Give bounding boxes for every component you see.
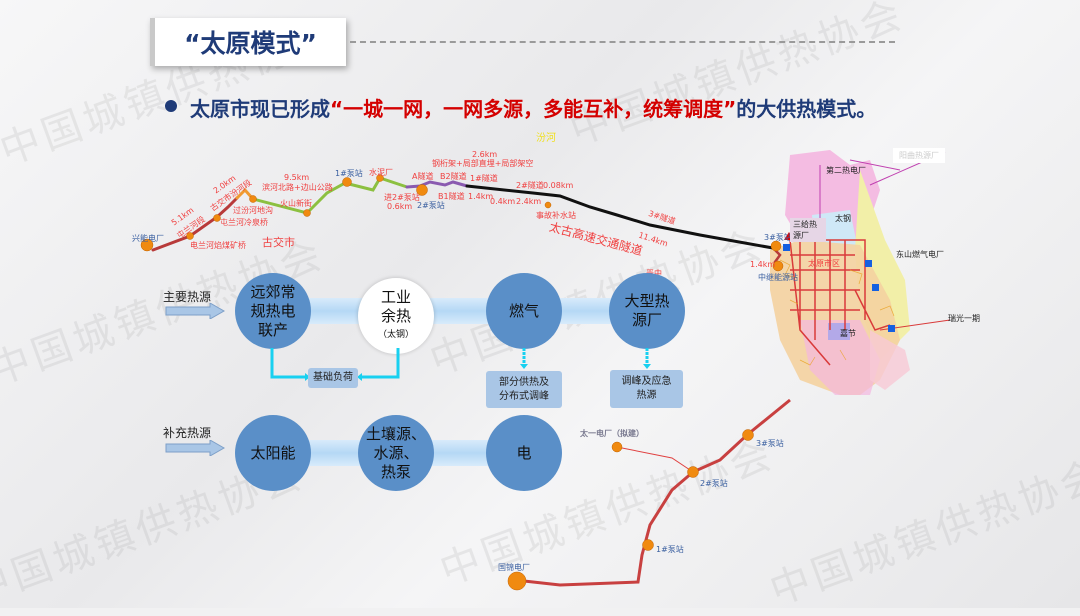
map-label: 1.4km (750, 260, 776, 269)
map-label: 中继能源站 (758, 273, 798, 282)
map-label: 1#泵站 (335, 169, 363, 178)
supplement-source-label: 补充热源 (163, 426, 212, 440)
headline-suffix: 的大供热模式。 (736, 97, 877, 121)
map-label: 太一电厂（拟建） (580, 429, 644, 438)
map-label: 东山燃气电厂 (896, 250, 944, 259)
source-large-plant: 大型热源厂 (609, 273, 685, 349)
map-label: B2隧道 (440, 172, 467, 181)
headline-prefix: 太原市现已形成 (190, 97, 330, 121)
flow-connectors (270, 348, 651, 381)
source-solar: 太阳能 (235, 415, 311, 491)
map-label: 电兰河焰煤矿桥 (190, 241, 246, 250)
headline-highlight: “一城一网，一网多源，多能互补，统筹调度” (330, 97, 737, 121)
station-markers (140, 174, 784, 591)
map-label: 兴能电厂 (132, 234, 164, 243)
south-pipeline (514, 398, 791, 587)
map-label: 1#隧道 (470, 174, 498, 183)
map-label: 太钢 (835, 214, 851, 223)
map-label: 事故补水站 (536, 211, 576, 220)
map-label: 0.6km (387, 202, 413, 211)
map-label: 阳曲热源厂 (893, 148, 945, 163)
title-divider (350, 41, 895, 43)
primary-source-label: 主要热源 (163, 290, 212, 304)
source-heat-pump: 土壤源、水源、热泵 (358, 415, 434, 491)
arrow-right-icon (165, 440, 225, 456)
map-label: 第二热电厂 (826, 166, 866, 175)
map-label: 滨河北路+边山公路 (262, 183, 333, 192)
river-label: 汾河 (536, 133, 556, 144)
map-label: 屯兰河冷泉桥 (220, 218, 268, 227)
bullet-icon (165, 100, 177, 112)
map-label: 火山新街 (280, 199, 312, 208)
map-label: 钢桁架+局部直埋+局部架空 (432, 159, 534, 168)
source-industrial-waste-heat: 工业余热（太钢） (358, 278, 434, 354)
map-label: 嘉节 (840, 329, 856, 338)
connector-band (300, 298, 630, 324)
map-label: 瑞光一期 (948, 314, 980, 323)
map-label: 3#泵站 (756, 439, 784, 448)
map-label: 水泥厂 (369, 168, 393, 177)
map-label: 过汾河地沟 (233, 206, 273, 215)
gas-role-box: 部分供热及分布式调峰 (486, 371, 562, 408)
city-label-gujiao: 古交市 (262, 236, 295, 249)
slide-title: “太原模式” (150, 18, 346, 66)
base-load-box: 基础负荷 (308, 368, 358, 388)
source-cogeneration: 远郊常规热电联产 (235, 273, 311, 349)
map-label: 太原市区 (808, 259, 840, 268)
source-gas: 燃气 (486, 273, 562, 349)
map-label: 1.4km (468, 192, 494, 201)
arrow-right-icon (165, 303, 225, 319)
map-label: 1#泵站 (656, 545, 684, 554)
map-label: 0.08km (543, 181, 574, 190)
plant-role-box: 调峰及应急热源 (610, 370, 683, 408)
map-label: A隧道 (412, 172, 434, 181)
map-label: B1隧道 (438, 192, 465, 201)
map-label: 3#泵站 (764, 233, 792, 242)
map-label: 2#泵站 (417, 201, 445, 210)
map-label: 三给热源厂 (790, 218, 826, 242)
map-label: 2#泵站 (700, 479, 728, 488)
map-label: 2.6km (472, 150, 498, 159)
map-label: 2#隧道 (516, 181, 544, 190)
map-label: 0.4km (490, 197, 516, 206)
map-label: 进2#泵站 (384, 193, 420, 202)
source-electric: 电 (486, 415, 562, 491)
headline: 太原市现已形成“一城一网，一网多源，多能互补，统筹调度”的大供热模式。 (190, 93, 876, 122)
map-label: 2.4km (516, 197, 542, 206)
map-label: 国锦电厂 (498, 563, 530, 572)
map-label: 9.5km (284, 173, 310, 182)
